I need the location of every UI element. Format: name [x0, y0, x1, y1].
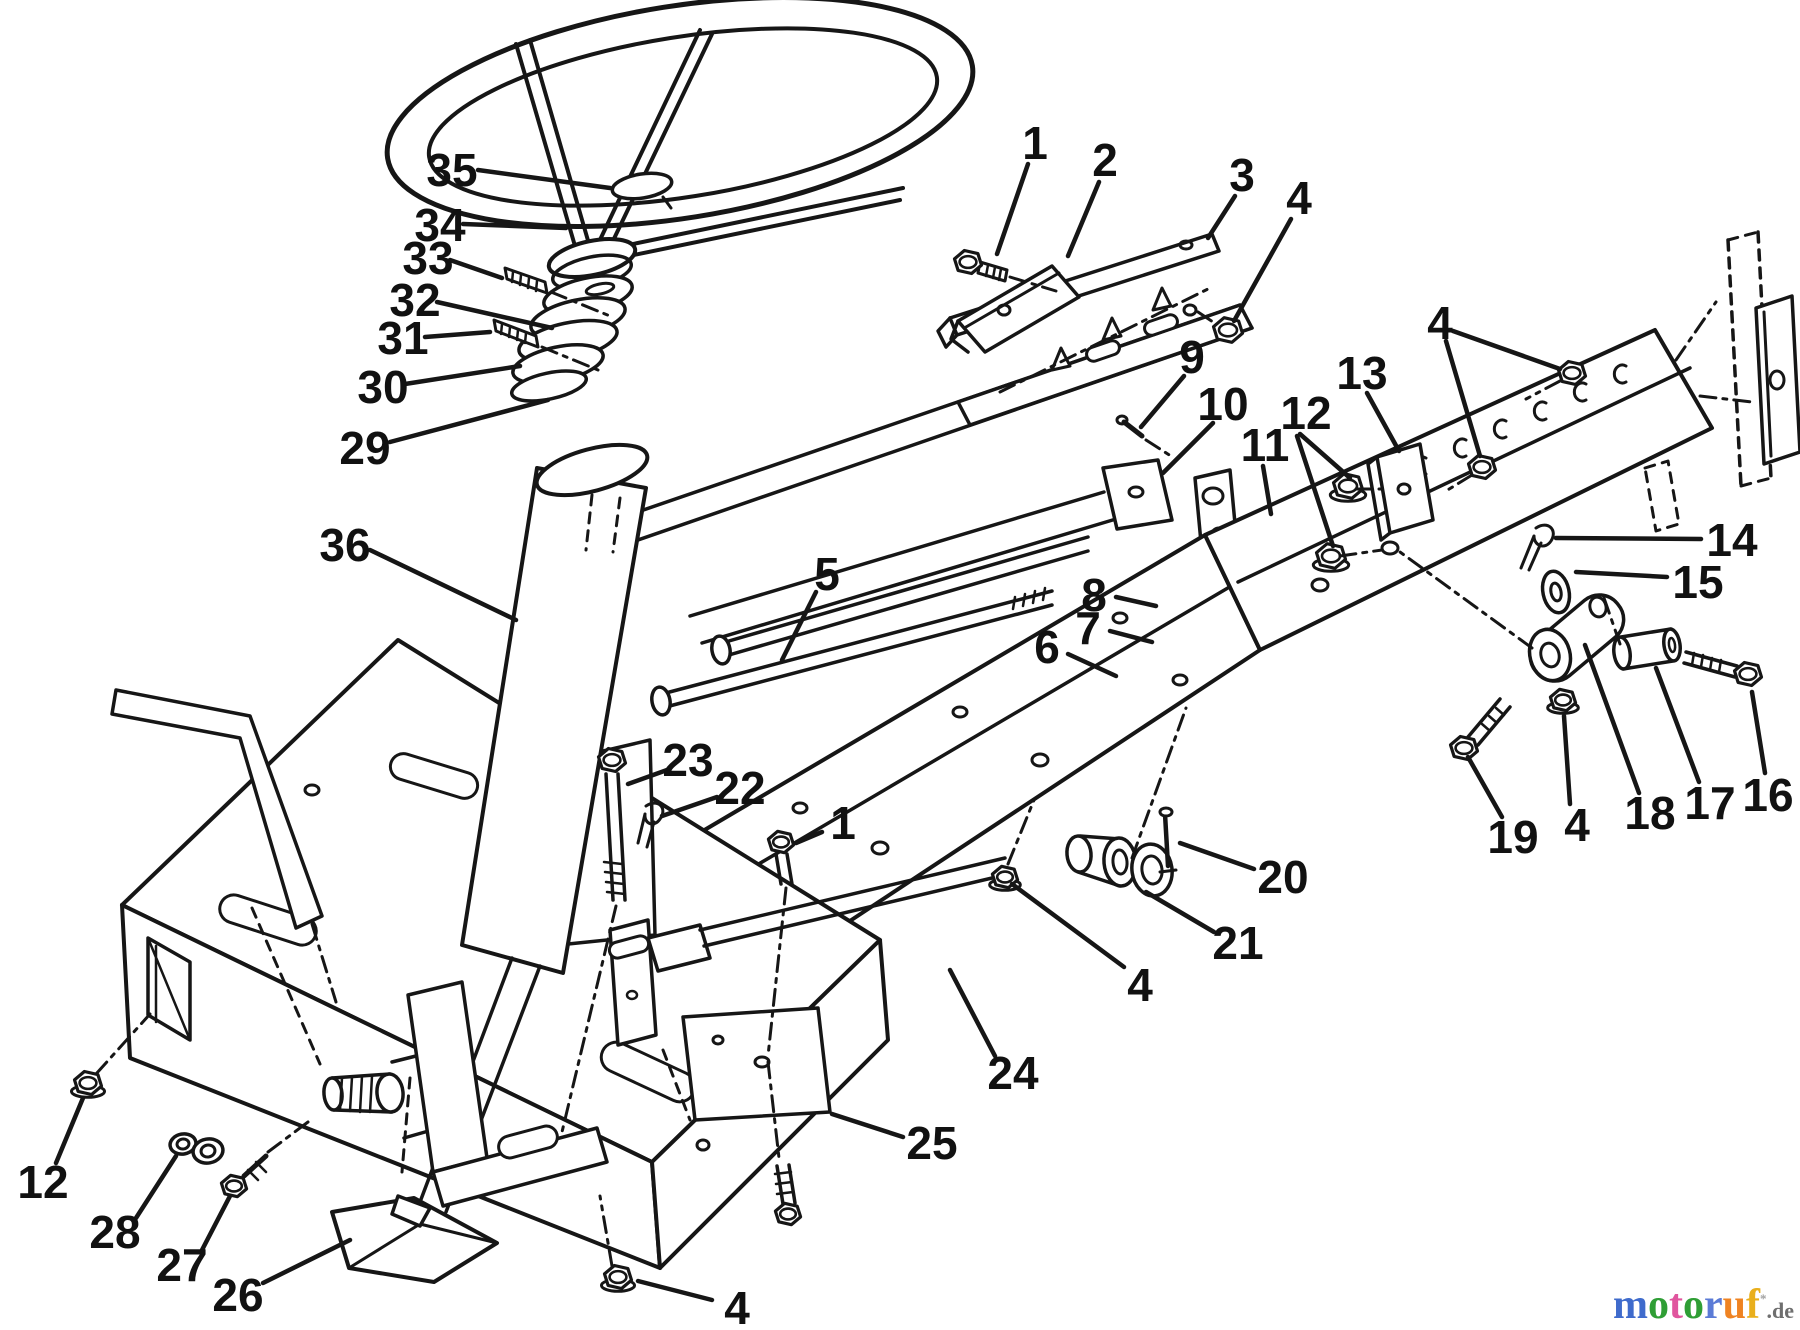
- part-label-10-17: 10: [1160, 378, 1249, 476]
- part-number-text: 4: [1127, 959, 1153, 1011]
- part-label-3-14: 3: [1205, 149, 1255, 241]
- part-label-13-20: 13: [1336, 347, 1402, 454]
- part-label-23-9: 23: [625, 734, 714, 787]
- part-label-4-31: 4: [1009, 881, 1153, 1011]
- part-number-text: 22: [714, 762, 765, 814]
- part-number-text: 4: [724, 1282, 750, 1330]
- watermark-letter: r: [1703, 1282, 1723, 1328]
- part-number-text: 3: [1229, 149, 1255, 201]
- watermark-tm-mark: *: [1760, 1291, 1767, 1306]
- part-number-text: 16: [1742, 769, 1793, 821]
- part-label-17-25: 17: [1653, 665, 1736, 829]
- part-label-20-29: 20: [1177, 840, 1309, 903]
- part-number-text: 20: [1257, 851, 1308, 903]
- part-number-text: 5: [814, 548, 840, 600]
- part-label-18-26: 18: [1582, 642, 1676, 839]
- part-number-text: 14: [1706, 514, 1758, 566]
- part-label-9-16: 9: [1138, 331, 1205, 430]
- part-label-16-24: 16: [1742, 689, 1794, 821]
- part-label-4-27: 4: [1561, 713, 1590, 851]
- part-number-text: 13: [1336, 347, 1387, 399]
- part-number-text: 1: [830, 797, 856, 849]
- part-number-text: 19: [1487, 811, 1538, 863]
- part-number-text: 31: [377, 312, 428, 364]
- part-number-text: 1: [1022, 117, 1048, 169]
- part-number-text: 36: [319, 519, 370, 571]
- part-number-text: 35: [426, 144, 477, 196]
- part-label-32-3: 32: [389, 274, 555, 331]
- part-number-text: 4: [1564, 799, 1590, 851]
- part-label-33-2: 33: [402, 232, 505, 284]
- part-label-30-5: 30: [357, 361, 523, 413]
- part-label-27-36: 27: [156, 1193, 233, 1291]
- part-number-text: 32: [389, 274, 440, 326]
- part-number-text: 12: [17, 1156, 68, 1208]
- part-number-text: 30: [357, 361, 408, 413]
- part-label-1-12: 1: [994, 117, 1048, 257]
- watermark-letter: f: [1746, 1282, 1760, 1328]
- part-label-35-0: 35: [426, 144, 613, 196]
- part-label-8-41: 8: [1081, 569, 1159, 621]
- part-number-text: 24: [987, 1047, 1039, 1099]
- part-number-text: 8: [1081, 569, 1107, 621]
- part-number-text: 28: [89, 1206, 140, 1258]
- watermark-letter: m: [1612, 1282, 1648, 1328]
- part-label-36-7: 36: [319, 519, 519, 623]
- part-label-15-23: 15: [1573, 556, 1724, 608]
- part-label-4-15: 4: [1231, 172, 1312, 324]
- part-label-31-4: 31: [377, 312, 493, 364]
- watermark-letter: t: [1668, 1282, 1683, 1328]
- part-label-4-34: 4: [635, 1278, 750, 1330]
- watermark: motoruf*.de: [1613, 1284, 1794, 1326]
- part-number-text: 27: [156, 1239, 207, 1291]
- diagram-artwork: [69, 0, 1800, 1293]
- part-number-text: 4: [1427, 297, 1453, 349]
- part-number-text: 9: [1179, 331, 1205, 383]
- part-label-7-40: 7: [1075, 602, 1155, 654]
- part-number-text: 21: [1212, 917, 1263, 969]
- part-label-24-32: 24: [947, 967, 1039, 1099]
- watermark-letter: o: [1647, 1282, 1669, 1328]
- part-number-text: 2: [1092, 134, 1118, 186]
- part-number-text: 17: [1684, 777, 1735, 829]
- part-number-text: 29: [339, 422, 390, 474]
- part-label-25-33: 25: [829, 1111, 958, 1169]
- part-number-text: 12: [1280, 387, 1331, 439]
- part-label-12-19: 12: [1280, 387, 1353, 549]
- part-label-6-39: 6: [1034, 621, 1119, 679]
- part-number-text: 18: [1624, 787, 1675, 839]
- part-label-11-18: 11: [1241, 419, 1290, 517]
- part-label-29-6: 29: [339, 397, 551, 474]
- part-label-1-11: 1: [793, 797, 856, 849]
- part-number-text: 10: [1197, 378, 1248, 430]
- part-label-12-38: 12: [17, 1095, 86, 1208]
- part-label-19-28: 19: [1465, 754, 1539, 863]
- part-number-text: 7: [1075, 602, 1101, 654]
- part-label-14-22: 14: [1553, 514, 1758, 566]
- part-number-text: 15: [1672, 556, 1723, 608]
- part-number-text: 23: [662, 734, 713, 786]
- part-number-text: 11: [1241, 419, 1290, 471]
- watermark-letter: o: [1682, 1282, 1704, 1328]
- part-label-22-10: 22: [659, 762, 766, 819]
- part-number-text: 33: [402, 232, 453, 284]
- part-label-5-8: 5: [779, 548, 840, 663]
- watermark-letter: u: [1722, 1282, 1746, 1328]
- part-label-34-1: 34: [414, 199, 569, 251]
- part-number-text: 4: [1286, 172, 1312, 224]
- part-label-4-21: 4: [1427, 297, 1563, 459]
- part-number-text: 26: [212, 1269, 263, 1321]
- part-number-text: 6: [1034, 621, 1060, 673]
- part-label-21-30: 21: [1143, 889, 1264, 969]
- watermark-domain-suffix: .de: [1766, 1298, 1795, 1323]
- part-label-26-35: 26: [212, 1237, 353, 1321]
- part-label-2-13: 2: [1065, 134, 1118, 259]
- part-number-text: 34: [414, 199, 466, 251]
- part-label-28-37: 28: [89, 1153, 179, 1258]
- part-number-text: 25: [906, 1117, 957, 1169]
